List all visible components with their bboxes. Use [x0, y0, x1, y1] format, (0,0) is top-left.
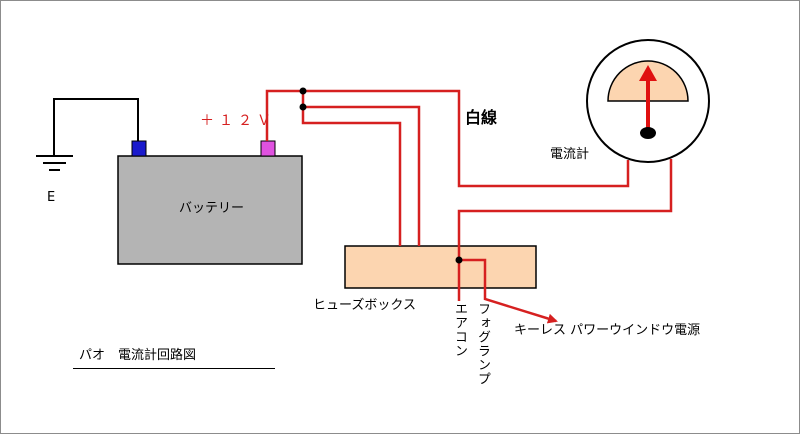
- keyless-power-window-label: キーレス パワーウインドウ電源: [514, 323, 701, 338]
- internal-branch-wire: [459, 258, 487, 288]
- battery-label: バッテリー: [179, 201, 245, 216]
- ammeter-label: 電流計: [550, 147, 590, 162]
- title-underline: [73, 368, 275, 369]
- ground-symbol: [36, 155, 73, 171]
- diagram-title: パオ 電流計回路図: [79, 348, 197, 363]
- fuse-box-label: ヒューズボックス: [313, 298, 416, 313]
- junction-dot: [299, 103, 307, 111]
- battery-body: [117, 155, 303, 265]
- white-wire-label: 白線: [465, 108, 498, 127]
- fuse-feed-wire-1: [301, 91, 421, 246]
- aircon-label: エアコン: [452, 302, 467, 358]
- fuse-box: [344, 245, 537, 289]
- power-window-arrow: [483, 288, 558, 324]
- white-wire-to-ammeter: [265, 89, 630, 188]
- ammeter-return-wire: [457, 159, 673, 246]
- junction-dot: [455, 256, 463, 264]
- positive-terminal: [260, 140, 276, 157]
- negative-terminal: [131, 140, 147, 157]
- ammeter-pivot: [640, 127, 656, 139]
- needle-tip: [639, 65, 657, 81]
- fog-lamp-label: フォグランプ: [475, 302, 490, 386]
- fuse-feed-wire-2: [301, 107, 402, 246]
- junction-dot: [299, 87, 307, 95]
- ground-label: E: [47, 190, 56, 205]
- voltage-label: ＋１２Ｖ: [200, 113, 276, 129]
- ground-wire: [53, 98, 139, 156]
